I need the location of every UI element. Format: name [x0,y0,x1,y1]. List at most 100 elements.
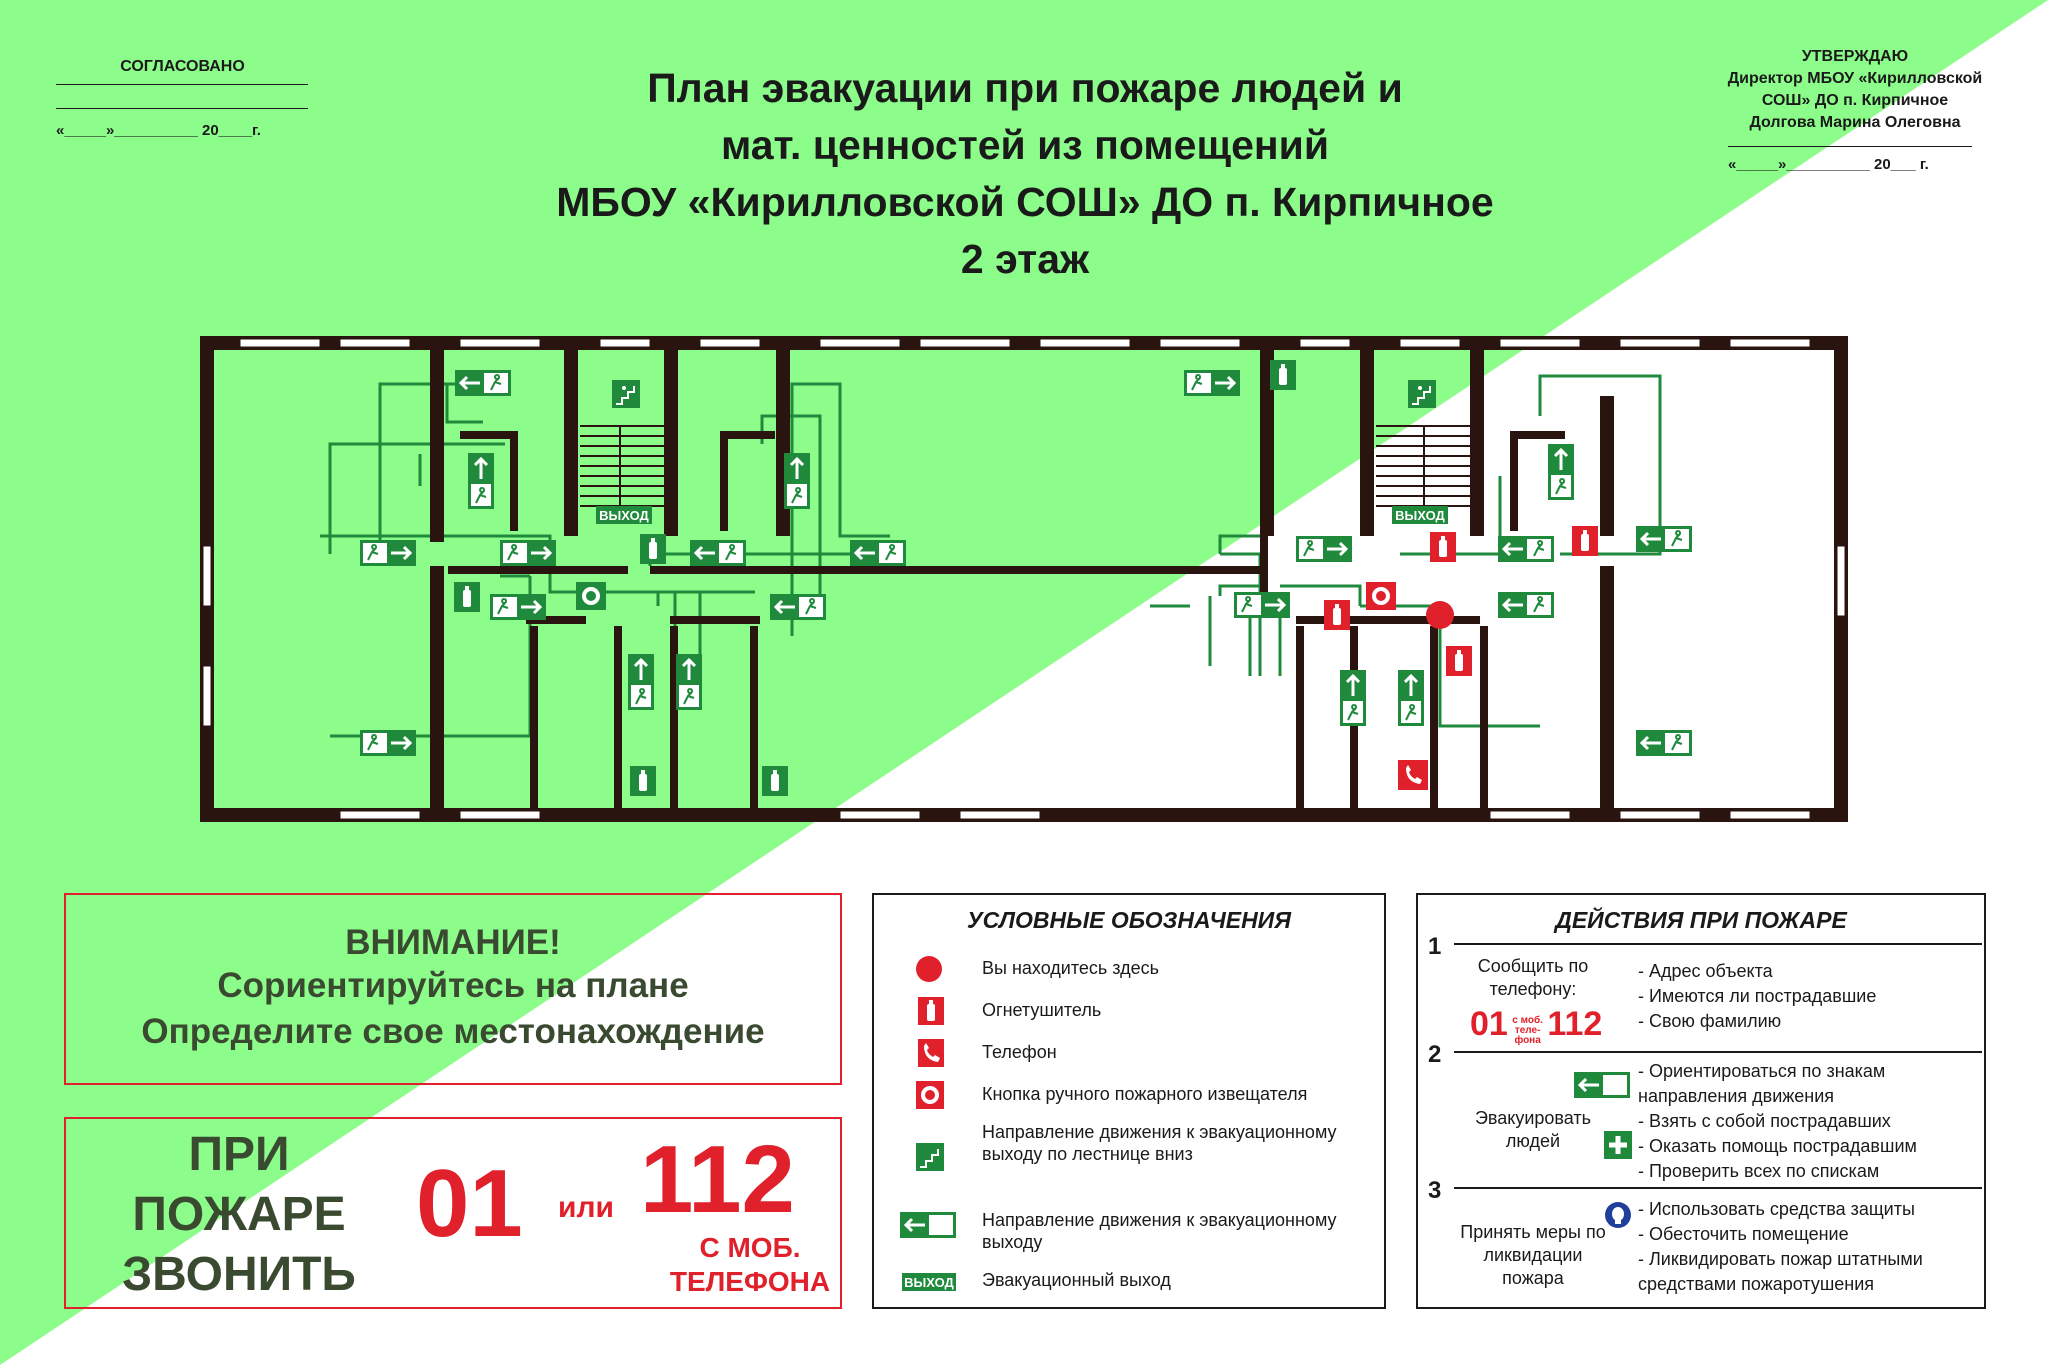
fire-alarm-button-icon [916,1081,944,1109]
legend-box: УСЛОВНЫЕ ОБОЗНАЧЕНИЯ Вы находитесь здесь… [872,893,1386,1309]
divider [1454,1051,1982,1053]
mobile-note-line-1: С МОБ. [699,1232,801,1263]
svg-text:ВЫХОД: ВЫХОД [1395,508,1445,523]
exit-direction-icon [466,451,496,511]
exit-direction-icon [358,728,418,758]
legend-title: УСЛОВНЫЕ ОБОЗНАЧЕНИЯ [967,907,1291,933]
exit-direction-icon [1634,524,1694,554]
stairs-down-exit-icon [1407,379,1437,409]
exit-sign-right: ВЫХОД [1392,506,1448,524]
exit-direction-icon [782,451,812,511]
fire-extinguisher-icon [1430,532,1456,562]
agreed-date: «_____»__________ 20____г. [56,122,261,139]
exit-direction-icon [1338,668,1368,728]
fire-alarm-button-icon [576,582,606,610]
staircase-right [1376,425,1470,516]
title-line-2: мат. ценностей из помещений [720,122,1330,168]
divider [1454,1187,1982,1189]
attention-line-1: Сориентируйтесь на плане [217,966,689,1005]
call-line-3: ЗВОНИТЬ [122,1248,356,1301]
step-2-number: 2 [1428,1041,1442,1068]
approve-line-4: Долгова Марина Олеговна [1749,114,1961,131]
protective-equipment-icon [1605,1202,1631,1228]
fire-extinguisher-icon [762,766,788,796]
step-1-label: Сообщить по телефону: [1477,956,1589,999]
exit-direction-icon [358,538,418,568]
exit-direction-icon [453,368,513,398]
exit-sign-icon: ВЫХОД [902,1273,956,1291]
approve-line-3: СОШ» ДО п. Кирпичное [1761,92,1949,109]
fire-extinguisher-icon [640,534,666,564]
step-2-label: Эвакуировать людей [1474,1108,1592,1151]
fire-actions-box: ДЕЙСТВИЯ ПРИ ПОЖАРЕ 1 Сообщить по телефо… [1416,893,1986,1309]
fire-extinguisher-icon [1572,526,1598,556]
exit-direction-icon [1182,368,1242,398]
attention-box: ВНИМАНИЕ! Сориентируйтесь на плане Опред… [64,893,842,1085]
svg-text:ВЫХОД: ВЫХОД [904,1275,954,1290]
call-label: ПРИ ПОЖАРЕ ЗВОНИТЬ [94,1125,384,1305]
emergency-call-box: ПРИ ПОЖАРЕ ЗВОНИТЬ 01 или 112 С МОБ. ТЕЛ… [64,1117,842,1309]
step-3-number: 3 [1428,1177,1442,1204]
approve-line-1: УТВЕРЖДАЮ [1801,48,1909,65]
step-2-items: - Ориентироваться по знакам направления … [1638,1061,1917,1181]
exit-direction-icon [498,538,558,568]
phone-icon [1398,760,1428,790]
first-aid-icon [1604,1131,1632,1159]
attention-line-2: Определите свое местонахождение [141,1012,765,1051]
windows [202,338,1846,820]
approve-block: УТВЕРЖДАЮ Директор МБОУ «Кирилловской СО… [1700,46,2010,134]
exit-direction-icon [768,592,828,622]
agreed-label: СОГЛАСОВАНО [120,58,245,75]
exit-direction-icon [688,538,748,568]
exit-direction-icon [900,1212,956,1238]
agreed-name-line [56,108,308,109]
divider [1454,943,1982,945]
exit-direction-icon [1496,534,1556,564]
approve-signature-line [1728,146,1972,147]
exit-direction-icon [1546,442,1576,502]
title-line-3: МБОУ «Кирилловской СОШ» ДО п. Кирпичное [556,179,1494,225]
exit-direction-icon [1496,590,1556,620]
step-1-items: - Адрес объекта - Имеются ли пострадавши… [1638,961,1877,1031]
emergency-number-01: 01 [416,1150,523,1257]
exit-sign-left: ВЫХОД [596,506,652,524]
exit-direction-icon [1396,668,1426,728]
agreed-signature-line [56,84,308,85]
exit-direction-icon [1232,590,1292,620]
fire-extinguisher-icon [1270,360,1296,390]
call-line-2: ПОЖАРЕ [132,1188,346,1241]
exit-direction-icon [674,652,704,712]
attention-heading: ВНИМАНИЕ! [345,923,561,962]
mobile-note-line-2: ТЕЛЕФОНА [669,1266,831,1297]
you-are-here-icon [916,956,942,982]
stairs-down-exit-icon [611,379,641,409]
stairs-down-exit-icon [916,1143,944,1171]
exit-direction-icon [1294,534,1354,564]
title-line-1: План эвакуации при пожаре людей и [647,65,1403,111]
fire-extinguisher-icon [1324,600,1350,630]
step-3-label: Принять меры по ликвидации пожара [1460,1222,1606,1288]
call-line-1: ПРИ [188,1128,290,1181]
approve-date: «_____»__________ 20___ г. [1728,156,1929,173]
phone-icon [918,1039,944,1067]
exit-direction-icon [848,538,908,568]
staircase-left [580,425,664,516]
mobile-note: С МОБ. ТЕЛЕФОНА [626,1231,874,1299]
or-label: или [558,1191,614,1224]
fire-extinguisher-icon [918,997,944,1025]
page-title: План эвакуации при пожаре людей и мат. ц… [380,60,1670,288]
exit-direction-icon [626,652,656,712]
emergency-number-112: 112 [640,1126,795,1233]
fire-extinguisher-icon [1446,646,1472,676]
svg-text:ВЫХОД: ВЫХОД [599,508,649,523]
actions-title: ДЕЙСТВИЯ ПРИ ПОЖАРЕ [1555,907,1847,933]
step-1-number: 1 [1428,933,1442,960]
exit-direction-icon [488,592,548,622]
approve-line-2: Директор МБОУ «Кирилловской [1727,70,1983,87]
step-1-numbers: 01 с моб. теле- фона 112 [1470,1005,1603,1046]
step-3-items: - Использовать средства защиты - Обесточ… [1638,1199,1923,1294]
fire-extinguisher-icon [630,766,656,796]
exit-direction-icon [1634,728,1694,758]
title-line-4: 2 этаж [960,236,1090,282]
floor-plan: ВЫХОД ВЫХОД [200,336,1848,822]
